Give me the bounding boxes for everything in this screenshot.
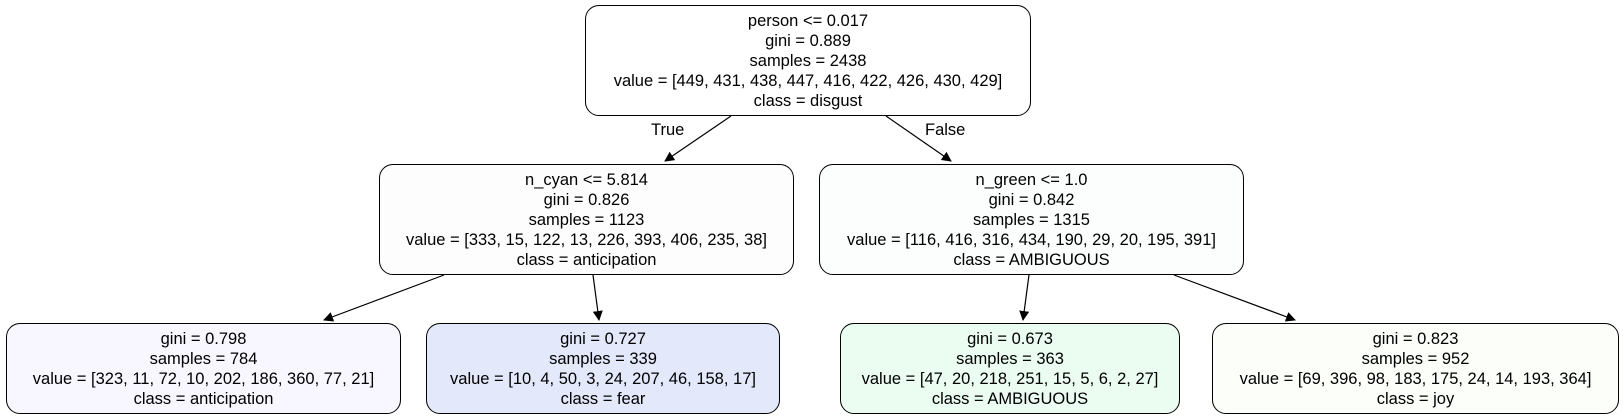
node-text-line: class = anticipation xyxy=(133,389,274,408)
node-text-line: value = [449, 431, 438, 447, 416, 422, 4… xyxy=(613,71,1003,90)
node-text-line: class = anticipation xyxy=(516,250,657,269)
node-text-line: value = [69, 396, 98, 183, 175, 24, 14, … xyxy=(1239,369,1592,388)
node-text-line: class = disgust xyxy=(753,91,863,110)
node-text-line: gini = 0.842 xyxy=(988,190,1075,209)
node-text-line: value = [47, 20, 218, 251, 15, 5, 6, 2, … xyxy=(861,369,1159,388)
edge-root-to-right xyxy=(885,115,952,162)
node-text-line: gini = 0.826 xyxy=(543,190,630,209)
node-text-line: class = AMBIGUOUS xyxy=(953,250,1110,269)
node-text-line: value = [323, 11, 72, 10, 202, 186, 360,… xyxy=(32,369,375,388)
edge-label-false: False xyxy=(925,121,966,139)
node-text-line: class = joy xyxy=(1376,389,1455,408)
node-text-line: samples = 339 xyxy=(549,349,657,368)
node-text-line: samples = 1315 xyxy=(973,210,1090,229)
node-text-line: person <= 0.017 xyxy=(747,11,869,30)
edge-left-to-leaf2 xyxy=(592,274,603,321)
node-text-line: value = [10, 4, 50, 3, 24, 207, 46, 158,… xyxy=(450,369,756,388)
node-text-line: class = AMBIGUOUS xyxy=(931,389,1089,408)
node-text-line: samples = 2438 xyxy=(749,51,867,70)
node-text-line: n_cyan <= 5.814 xyxy=(525,170,648,189)
node-text-line: value = [333, 15, 122, 13, 226, 393, 406… xyxy=(405,230,767,249)
edge-right-to-leaf3 xyxy=(1019,274,1030,321)
edge-left-to-leaf1 xyxy=(323,274,445,322)
node-text-line: samples = 784 xyxy=(149,349,258,368)
node-text-line: samples = 1123 xyxy=(528,210,645,229)
node-text-line: gini = 0.798 xyxy=(160,329,247,348)
node-text-line: samples = 952 xyxy=(1361,349,1470,368)
node-text-line: class = fear xyxy=(560,389,646,408)
node-text-line: value = [116, 416, 316, 434, 190, 29, 20… xyxy=(847,230,1216,249)
node-text-line: gini = 0.823 xyxy=(1372,329,1459,348)
node-text-line: samples = 363 xyxy=(956,349,1064,368)
edge-label-true: True xyxy=(651,121,685,139)
node-text-line: gini = 0.673 xyxy=(967,329,1053,348)
node-text-line: n_green <= 1.0 xyxy=(975,170,1088,189)
node-text-line: gini = 0.889 xyxy=(765,31,851,50)
edge-root-to-left xyxy=(664,115,732,162)
edge-right-to-leaf4 xyxy=(1173,274,1296,322)
node-text-line: gini = 0.727 xyxy=(560,329,646,348)
